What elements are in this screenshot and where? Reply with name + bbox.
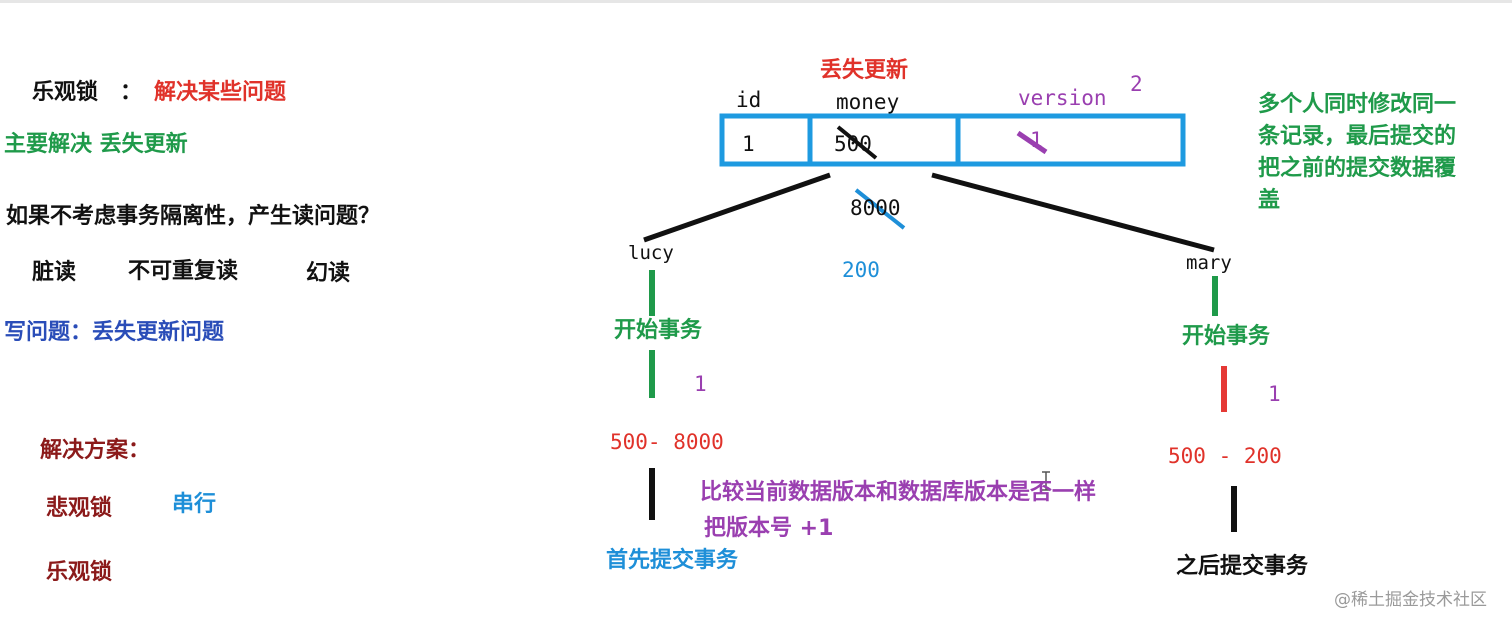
watermark: @稀土掘金技术社区 xyxy=(1334,590,1487,610)
phantom-read: 幻读 xyxy=(306,261,351,286)
strike-8000 xyxy=(854,188,906,230)
mary-version: 1 xyxy=(1268,382,1281,406)
solutions-title: 解决方案： xyxy=(40,438,151,463)
new-version-2: 2 xyxy=(1130,72,1143,96)
isolation-question: 如果不考虑事务隔离性，产生读问题？ xyxy=(6,204,381,229)
mary-start-transaction: 开始事务 xyxy=(1182,324,1271,349)
write-problem: 写问题：丢失更新问题 xyxy=(4,320,225,345)
colon: ： xyxy=(120,80,143,105)
serial-label: 串行 xyxy=(172,492,217,517)
lucy-name: lucy xyxy=(628,242,674,264)
text-cursor-icon xyxy=(1042,471,1050,491)
lucy-start-transaction: 开始事务 xyxy=(614,318,703,343)
cell-money: 500 xyxy=(834,132,872,156)
lucy-commit-first: 首先提交事务 xyxy=(606,548,739,573)
dirty-read: 脏读 xyxy=(32,260,77,285)
lucy-version: 1 xyxy=(694,372,707,396)
header-id: id xyxy=(736,88,762,112)
optimistic-lock: 乐观锁 xyxy=(46,560,113,585)
non-repeatable-read: 不可重复读 xyxy=(128,259,239,284)
mary-commit-after: 之后提交事务 xyxy=(1176,554,1309,579)
header-money: money xyxy=(836,90,900,114)
mary-name: mary xyxy=(1186,252,1232,274)
table-outer-border xyxy=(719,113,1186,167)
note-line-4: 盖 xyxy=(1258,188,1281,213)
strike-version-1 xyxy=(1016,130,1048,155)
note-line-3: 把之前的提交数据覆 xyxy=(1258,156,1457,181)
branch-line-lucy xyxy=(643,172,831,243)
main-solve-lost-update: 主要解决 丢失更新 xyxy=(4,132,188,157)
top-border xyxy=(0,0,1512,3)
cell-id: 1 xyxy=(742,132,755,156)
overwritten-8000: 8000 xyxy=(850,196,901,220)
cell-version: 1 xyxy=(1030,128,1043,152)
table-title-lost-update: 丢失更新 xyxy=(820,58,909,83)
lucy-calc: 500- 8000 xyxy=(610,430,724,454)
final-200: 200 xyxy=(842,258,880,282)
note-line-2: 条记录，最后提交的 xyxy=(1258,124,1457,149)
solves-some-problems: 解决某些问题 xyxy=(154,80,287,105)
optimistic-lock-label: 乐观锁 xyxy=(32,80,99,105)
header-version: version xyxy=(1018,86,1107,110)
strike-500 xyxy=(836,125,878,160)
increment-version-text: 把版本号 +1 xyxy=(704,516,834,541)
pessimistic-lock: 悲观锁 xyxy=(46,496,113,521)
compare-version-text: 比较当前数据版本和数据库版本是否一样 xyxy=(700,480,1097,505)
branch-line-mary xyxy=(931,172,1215,253)
mary-calc: 500 - 200 xyxy=(1168,444,1282,468)
note-line-1: 多个人同时修改同一 xyxy=(1258,92,1457,117)
